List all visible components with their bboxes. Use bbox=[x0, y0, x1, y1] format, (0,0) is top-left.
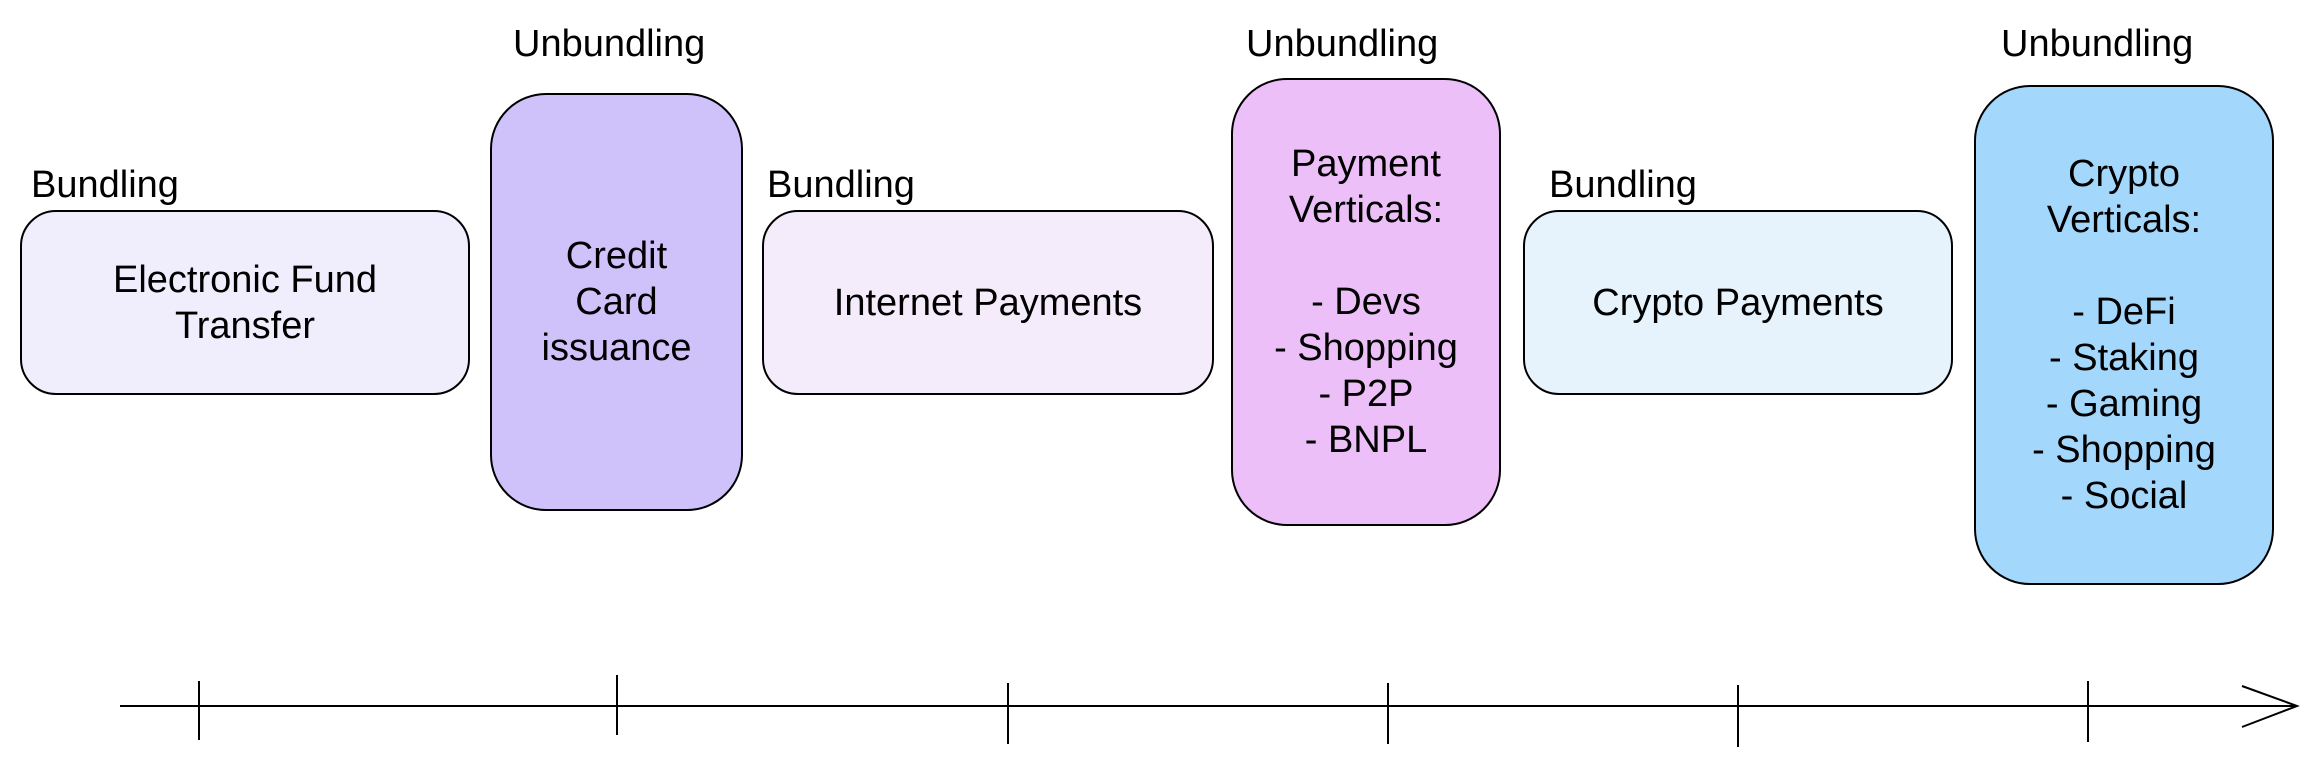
timeline-arrowhead-icon bbox=[2241, 685, 2300, 728]
internet-payments-box: Internet Payments bbox=[762, 210, 1214, 395]
credit-card-issuance-box: Credit Card issuance bbox=[490, 93, 743, 511]
bundling-label-1: Bundling bbox=[31, 164, 179, 206]
crypto-verticals-box: Crypto Verticals: - DeFi - Staking - Gam… bbox=[1974, 85, 2274, 585]
bundling-label-2: Bundling bbox=[767, 164, 915, 206]
electronic-fund-transfer-box: Electronic Fund Transfer bbox=[20, 210, 470, 395]
bundling-label-3: Bundling bbox=[1549, 164, 1697, 206]
crypto-payments-box: Crypto Payments bbox=[1523, 210, 1953, 395]
unbundling-label-1: Unbundling bbox=[513, 23, 706, 65]
unbundling-label-2: Unbundling bbox=[1246, 23, 1439, 65]
unbundling-label-3: Unbundling bbox=[2001, 23, 2194, 65]
payment-verticals-box: Payment Verticals: - Devs - Shopping - P… bbox=[1231, 78, 1501, 526]
